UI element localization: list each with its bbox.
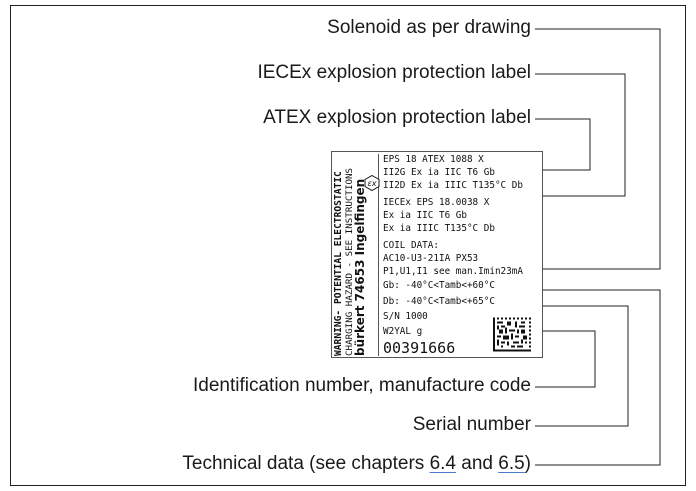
- atex-line-1: EPS 18 ATEX 1088 X: [383, 154, 484, 165]
- callout-atex: ATEX explosion protection label: [263, 107, 531, 128]
- serial-number: S/N 1000: [383, 311, 428, 322]
- iecex-line-1: IECEx EPS 18.0038 X: [383, 197, 490, 208]
- figure-frame: [10, 5, 686, 486]
- chapter-6-5-link[interactable]: 6.5: [498, 453, 525, 474]
- callout-serial: Serial number: [412, 414, 531, 435]
- iecex-line-2: Ex ia IIC T6 Gb: [383, 210, 467, 221]
- nameplate-divider: [378, 154, 379, 356]
- iecex-line-3: Ex ia IIIC T135°C Db: [383, 223, 495, 234]
- technical-prefix: Technical data (see chapters: [182, 453, 430, 474]
- coil-line-1: COIL DATA:: [383, 240, 439, 251]
- leader-technical: [535, 289, 661, 466]
- warning-line-1: WARNING- POTENTIAL ELECTROSTATIC: [333, 171, 344, 356]
- callout-iecex: IECEx explosion protection label: [257, 62, 531, 83]
- leader-solenoid: [535, 28, 661, 270]
- manufacture-code: W2YAL g: [383, 326, 423, 337]
- atex-line-2: II2G Ex ia IIC T6 Gb: [383, 167, 495, 178]
- coil-line-2: AC10-U3-21IA PX53: [383, 253, 479, 264]
- leader-identification: [535, 330, 596, 388]
- ex-symbol-text: εx: [367, 179, 376, 188]
- coil-line-4: Gb: -40°C<Tamb<+60°C: [383, 280, 495, 291]
- identification-number: 00391666: [383, 339, 456, 357]
- leader-serial: [535, 305, 629, 427]
- coil-line-3: P1,U1,I1 see man.Imin23mA: [383, 266, 523, 277]
- technical-mid: and: [455, 453, 499, 474]
- atex-line-3: II2D Ex ia IIIC T135°C Db: [383, 180, 523, 191]
- coil-line-5: Db: -40°C<Tamb<+65°C: [383, 296, 495, 307]
- leader-iecex: [535, 73, 626, 197]
- callout-identification: Identification number, manufacture code: [193, 375, 531, 396]
- datamatrix-code-icon: [493, 317, 531, 352]
- callout-technical-data: Technical data (see chapters 6.4 and 6.5…: [182, 453, 531, 475]
- chapter-6-4-link[interactable]: 6.4: [429, 453, 456, 474]
- technical-suffix: ): [524, 453, 531, 474]
- ex-hexagon-icon: εx: [364, 175, 380, 191]
- callout-solenoid: Solenoid as per drawing: [327, 17, 531, 38]
- leader-atex: [535, 118, 591, 171]
